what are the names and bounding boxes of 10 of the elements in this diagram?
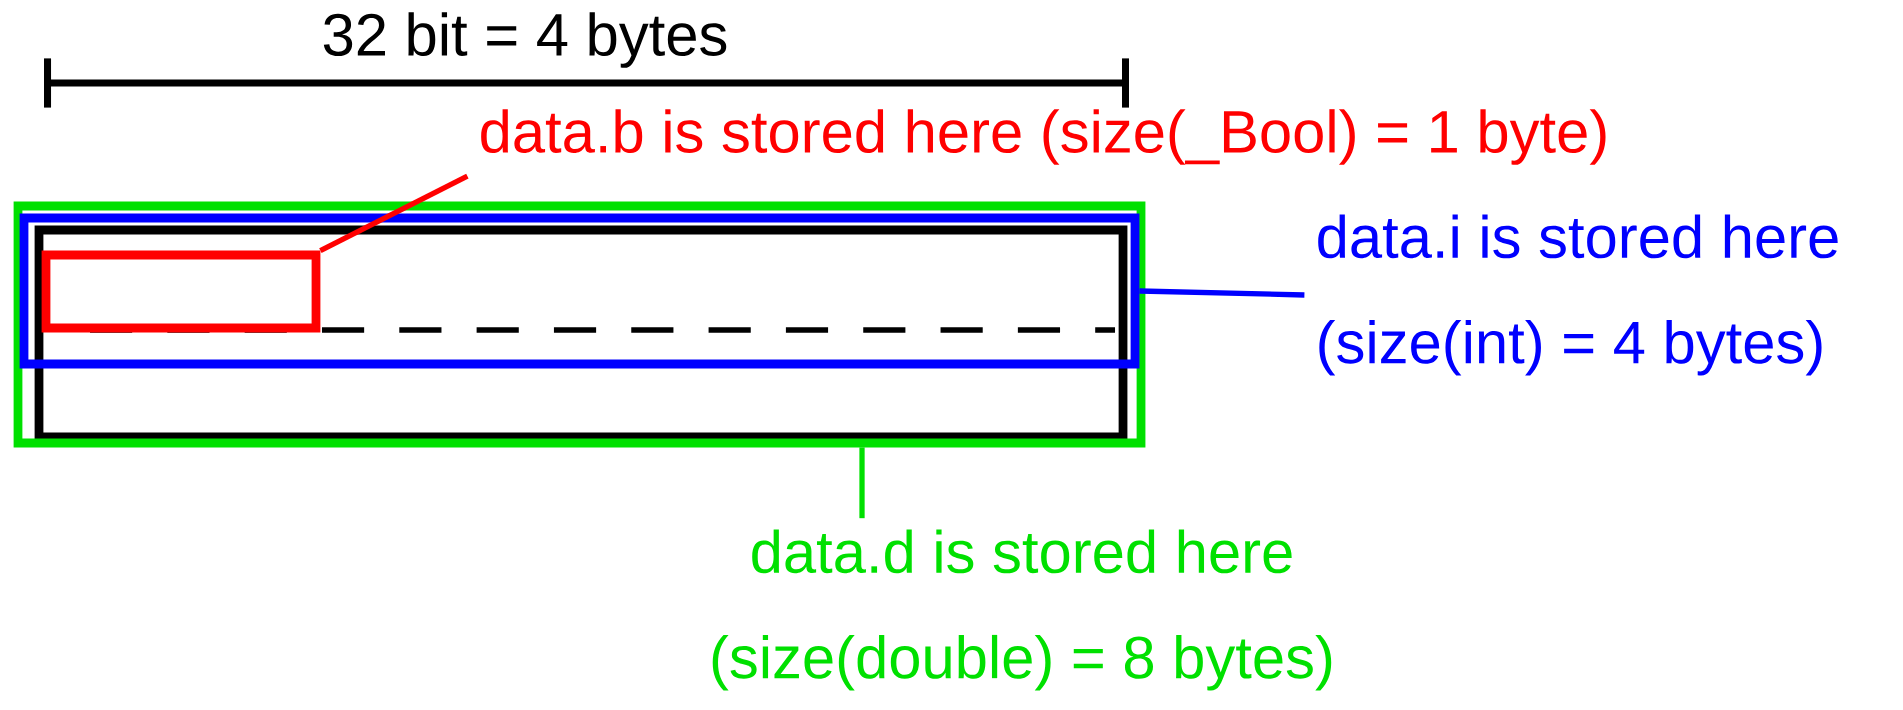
annotation-text: data.b is stored here (size(_Bool) = 1 byte)	[481, 109, 1606, 165]
leader-line	[859, 447, 865, 519]
region-box	[13, 201, 1146, 448]
region-box	[41, 250, 321, 333]
leader-line	[1139, 288, 1305, 298]
dimension-label: 32 bit = 4 bytes	[323, 12, 727, 68]
annotation-text: data.i is stored here (size(int) = 4 bytes)	[1318, 214, 1838, 376]
leader-line	[319, 173, 469, 253]
region-box	[19, 213, 1140, 369]
annotation-text: data.d is stored here (size(double) = 8 bytes)	[712, 529, 1332, 691]
